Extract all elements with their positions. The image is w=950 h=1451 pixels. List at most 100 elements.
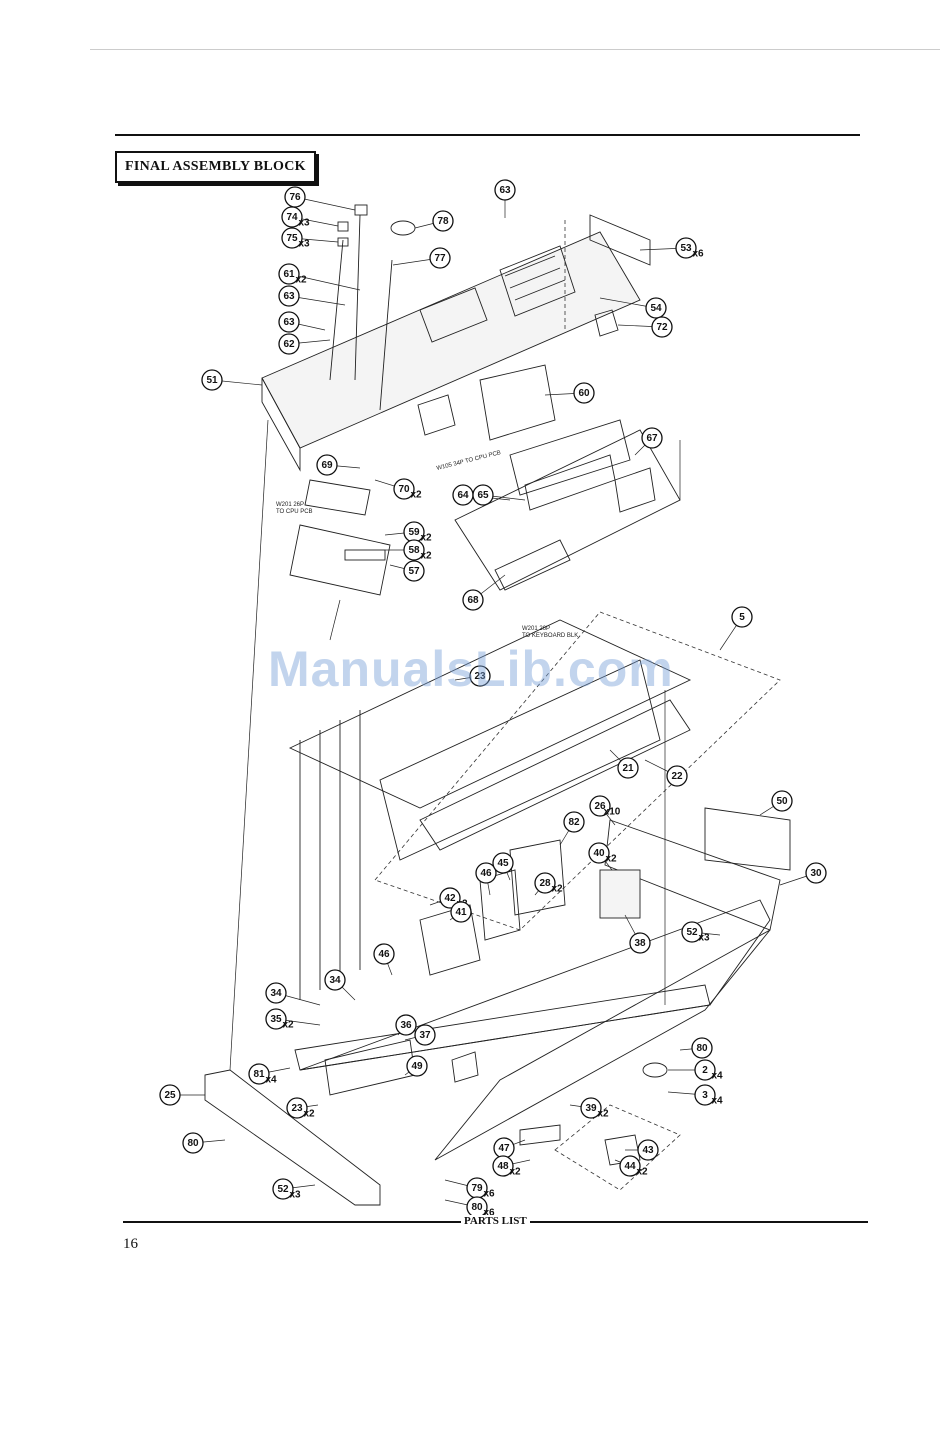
callout-21: 21 xyxy=(609,749,639,779)
callout-quantity: x4 xyxy=(711,1071,723,1082)
callout-bubble xyxy=(429,247,451,269)
callout-bubble xyxy=(645,297,667,319)
callout-bubble xyxy=(395,1014,417,1036)
callout-bubble xyxy=(475,862,497,884)
callout-number: 60 xyxy=(578,388,590,399)
callout-bubble xyxy=(619,1155,641,1177)
callout-bubble xyxy=(439,887,461,909)
callout-bubble xyxy=(265,1008,287,1030)
callout-number: 61 xyxy=(283,269,295,280)
callout-bubble xyxy=(316,454,338,476)
callout-number: 46 xyxy=(480,868,492,879)
callout-number: 64 xyxy=(457,490,469,501)
callout-number: 22 xyxy=(671,771,683,782)
callout-number: 48 xyxy=(497,1161,509,1172)
lcd-frame xyxy=(524,454,616,511)
callout-number: 47 xyxy=(498,1143,510,1154)
callout-bubble xyxy=(281,206,303,228)
jack-bracket-69 xyxy=(304,479,371,516)
bracket-53 xyxy=(589,214,651,266)
callout-30: 30 xyxy=(779,862,827,886)
callout-36: 36 xyxy=(395,1014,417,1036)
callout-quantity: x3 xyxy=(298,239,310,250)
callout-number: 70 xyxy=(398,484,410,495)
callout-quantity: x2 xyxy=(420,551,432,562)
callout-bubble xyxy=(589,795,611,817)
slider-part xyxy=(417,394,456,436)
knob-74 xyxy=(337,221,349,232)
callout-bubble xyxy=(694,1059,716,1081)
callout-number: 78 xyxy=(437,216,449,227)
callout-quantity: x4 xyxy=(711,1096,723,1107)
footer-label: PARTS LIST xyxy=(462,1215,529,1227)
connector-60 xyxy=(479,364,556,441)
callout-57: 57 xyxy=(389,560,425,582)
callout-number: 68 xyxy=(467,595,479,606)
knob-76 xyxy=(354,204,368,216)
callout-bubble xyxy=(373,943,395,965)
callout-bubble xyxy=(731,606,753,628)
guide-line xyxy=(329,599,341,641)
callout-number: 40 xyxy=(593,848,605,859)
callout-number: 63 xyxy=(499,185,511,196)
callout-23: 23 xyxy=(454,665,491,687)
bracket-57 xyxy=(289,524,391,596)
wire-note-w105: W105 34P TO CPU PCB xyxy=(436,450,502,472)
callout-number: 80 xyxy=(471,1202,483,1213)
callout-76: 76 xyxy=(284,186,356,211)
callout-quantity: x4 xyxy=(265,1075,277,1086)
part-72 xyxy=(594,309,619,337)
callout-bubble xyxy=(588,842,610,864)
wire-note-w201: W201 26P xyxy=(276,502,304,508)
callout-68: 68 xyxy=(462,574,506,611)
scan-artifact-line xyxy=(90,49,940,50)
callout-bubble xyxy=(414,1024,436,1046)
callout-number: 50 xyxy=(776,796,788,807)
callout-number: 37 xyxy=(419,1030,431,1041)
callout-number: 54 xyxy=(650,303,662,314)
callout-quantity: x2 xyxy=(420,533,432,544)
callout-77: 77 xyxy=(392,247,451,269)
chassis-frame xyxy=(288,619,692,809)
part-jack xyxy=(451,1051,479,1083)
callout-bubble xyxy=(450,901,472,923)
callout-bubble xyxy=(248,1063,270,1085)
callout-bubble xyxy=(629,932,651,954)
callout-bubble xyxy=(278,333,300,355)
callout-number: 72 xyxy=(656,322,668,333)
callout-78: 78 xyxy=(414,210,454,232)
callout-number: 2 xyxy=(702,1065,708,1076)
keyboard-rail xyxy=(379,659,661,861)
callout-number: 58 xyxy=(408,545,420,556)
callout-80: 80 xyxy=(182,1132,226,1154)
callout-37: 37 xyxy=(404,1024,436,1046)
callout-63: 63 xyxy=(494,179,516,218)
callout-quantity: x6 xyxy=(692,249,704,260)
callout-quantity: x2 xyxy=(303,1109,315,1120)
callout-number: 41 xyxy=(455,907,467,918)
callout-bubble xyxy=(694,1084,716,1106)
callout-number: 26 xyxy=(594,801,606,812)
callout-bubble xyxy=(182,1132,204,1154)
callout-number: 42 xyxy=(444,893,456,904)
callout-quantity: x2 xyxy=(551,884,563,895)
callout-bubble xyxy=(286,1097,308,1119)
callout-number: 52 xyxy=(277,1184,289,1195)
callout-number: 39 xyxy=(585,1103,597,1114)
rail-21 xyxy=(419,699,691,851)
callout-number: 82 xyxy=(568,817,580,828)
callout-number: 21 xyxy=(622,763,634,774)
callout-69: 69 xyxy=(316,454,361,476)
